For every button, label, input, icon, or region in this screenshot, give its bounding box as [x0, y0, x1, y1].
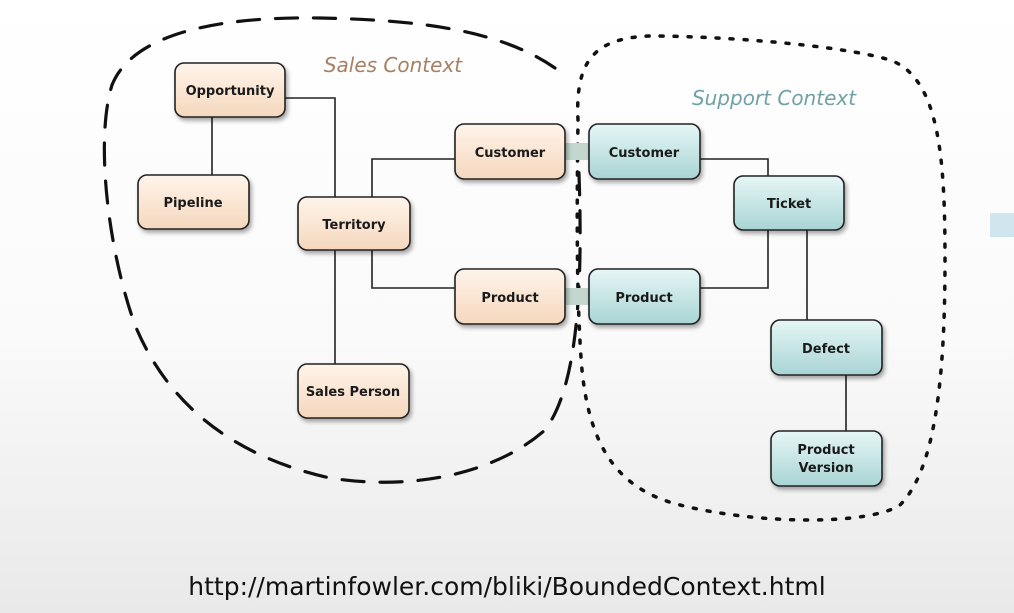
- support-context-boundary: [575, 34, 947, 522]
- node-ticket: Ticket: [733, 175, 845, 231]
- node-support-product: Product: [588, 268, 701, 325]
- node-label: Sales Person: [306, 385, 400, 400]
- node-sales-person: Sales Person: [297, 363, 410, 419]
- side-tab-marker: [990, 213, 1014, 237]
- node-label: Product: [481, 291, 538, 306]
- node-defect: Defect: [770, 319, 883, 376]
- link-territory-product: [371, 250, 455, 289]
- node-sales-customer: Customer: [454, 123, 566, 180]
- node-label: Opportunity: [186, 84, 275, 99]
- node-territory: Territory: [297, 196, 411, 251]
- node-label: Customer: [609, 146, 680, 161]
- link-territory-customer: [371, 158, 455, 197]
- node-label: Pipeline: [163, 196, 222, 211]
- shared-product-link: [565, 288, 589, 305]
- node-opportunity: Opportunity: [174, 62, 286, 118]
- link-product-ticket: [700, 230, 769, 289]
- connectors: [211, 97, 847, 431]
- node-label-line-2: Version: [799, 461, 854, 476]
- node-pipeline: Pipeline: [137, 174, 250, 230]
- node-support-customer: Customer: [588, 123, 701, 180]
- link-opportunity-territory: [285, 97, 336, 197]
- node-label: Territory: [322, 218, 386, 233]
- link-customer-ticket: [700, 158, 769, 176]
- node-label: Defect: [802, 342, 850, 357]
- node-sales-product: Product: [454, 268, 566, 325]
- shared-customer-link: [565, 143, 589, 160]
- sales-context-boundary: [102, 16, 582, 484]
- node-label: Ticket: [767, 197, 811, 212]
- sales-context-label: Sales Context: [324, 53, 463, 77]
- node-product-version: Product Version: [770, 430, 883, 487]
- source-url-caption: http://martinfowler.com/bliki/BoundedCon…: [188, 572, 826, 601]
- support-context-label: Support Context: [692, 86, 857, 110]
- node-label: Customer: [475, 146, 546, 161]
- node-label-line-1: Product: [797, 443, 854, 458]
- node-label: Product: [615, 291, 672, 306]
